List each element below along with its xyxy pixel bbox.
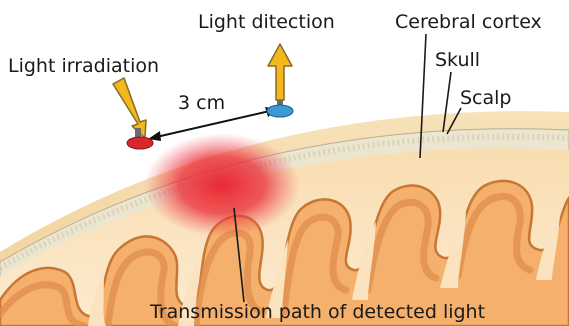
label-distance: 3 cm — [178, 92, 225, 114]
label-transmission-path: Transmission path of detected light — [149, 301, 485, 323]
label-skull: Skull — [435, 49, 480, 71]
irradiation-arrow-icon — [113, 78, 146, 138]
blue-light-detector-icon — [267, 105, 293, 117]
label-cerebral-cortex: Cerebral cortex — [395, 11, 542, 33]
red-light-emitter-icon — [127, 137, 153, 149]
light-emitter-probe — [113, 78, 153, 149]
label-light-irradiation: Light irradiation — [8, 55, 159, 77]
head-cross-section — [0, 111, 569, 326]
label-scalp: Scalp — [460, 87, 512, 109]
light-detector-probe — [267, 44, 293, 117]
transmission-path-glow — [144, 133, 300, 237]
label-light-detection: Light ditection — [198, 11, 335, 33]
detection-arrow-icon — [268, 44, 292, 100]
